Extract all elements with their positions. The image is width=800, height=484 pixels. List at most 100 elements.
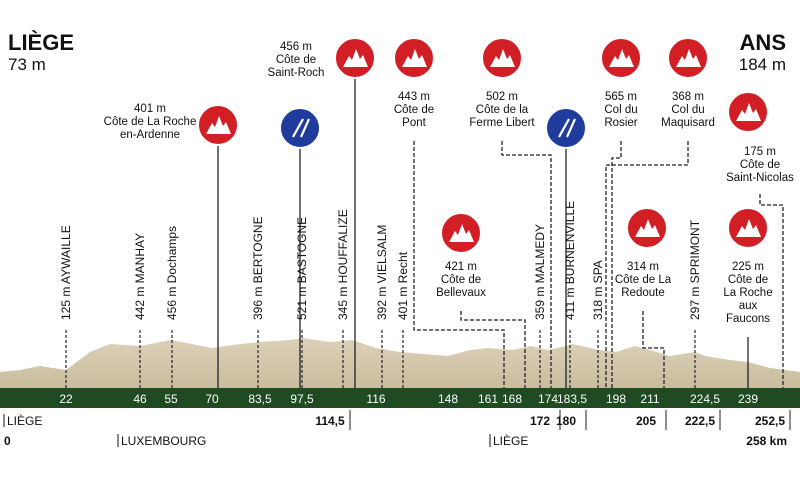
town-label: 345 m HOUFFALIZE [336, 209, 350, 320]
town-label: 125 m AYWAILLE [59, 225, 73, 320]
region-label: LIÈGE [493, 433, 528, 448]
climb-marker-icon [600, 37, 642, 79]
climb-label-line: 314 m [627, 261, 659, 273]
climb-label-line: 225 m [732, 261, 764, 273]
region-label: LIÈGE [7, 413, 42, 428]
km-marker: 22 [59, 392, 73, 406]
km-marker: 70 [205, 392, 219, 406]
region-label: LUXEMBOURG [121, 434, 206, 448]
start-name: LIÈGE [8, 30, 74, 55]
km-marker-below: 114,5 [315, 414, 345, 428]
km-marker: 46 [133, 392, 147, 406]
climb-marker-icon [440, 212, 482, 254]
climb-label-line: 368 m [672, 91, 704, 103]
town-label: 359 m MALMEDY [533, 224, 547, 320]
climb-label-line: Col du [604, 104, 637, 116]
town-label: 521 m BASTOGNE [295, 217, 309, 320]
climb-marker-icon [197, 104, 239, 146]
km-marker: 161 [478, 392, 498, 406]
climb-marker-icon [727, 207, 769, 249]
climb-marker-icon [667, 37, 709, 79]
km-marker: 55 [164, 392, 178, 406]
climb-label-line: 443 m [398, 91, 430, 103]
climb-label-line: aux [739, 300, 758, 312]
climb-label-line: Bellevaux [436, 287, 486, 299]
climb-marker-icon [334, 37, 376, 79]
feed-zone-icon [279, 107, 321, 149]
km-marker-below: 180 [556, 414, 576, 428]
km-marker: 239 [738, 392, 758, 406]
town-label: 392 m VIELSALM [375, 225, 389, 320]
climb-label-line: en-Ardenne [120, 129, 180, 141]
km-marker-below: 205 [636, 414, 656, 428]
climb-label-line: 175 m [744, 146, 776, 158]
km-marker: 116 [366, 392, 385, 406]
town-label: 396 m BERTOGNE [251, 216, 265, 320]
climb-marker-icon [727, 91, 769, 133]
km-marker: 198 [606, 392, 626, 406]
climb-label-line: 502 m [486, 91, 518, 103]
town-label: 297 m SPRIMONT [688, 219, 702, 320]
climb-label-line: La Roche [723, 287, 772, 299]
climb-label-line: Rosier [604, 117, 637, 129]
climb-label-line: Maquisard [661, 117, 715, 129]
km-marker-below: 252,5 [755, 414, 785, 428]
climb-marker-icon [481, 37, 523, 79]
km-marker: 183,5 [557, 392, 587, 406]
km-marker: 211 [640, 392, 659, 406]
km-marker-below: 222,5 [685, 414, 715, 428]
climb-label-line: Col du [671, 104, 704, 116]
finish-altitude: 184 m [739, 55, 786, 74]
town-label: 401 m Recht [396, 251, 410, 320]
feed-zone-icon [545, 107, 587, 149]
climb-label-line: Côte de [394, 104, 434, 116]
climb-label-line: Saint-Nicolas [726, 172, 794, 184]
km-markers-below: 114,5 172 180 205 222,5 252,5 [315, 410, 791, 430]
leader-lines [217, 78, 784, 388]
km-marker: 148 [438, 392, 458, 406]
climb-label-line: 456 m [280, 41, 312, 53]
finish-name: ANS [740, 30, 786, 55]
start-altitude: 73 m [8, 55, 46, 74]
climb-label-line: 565 m [605, 91, 637, 103]
town-label: 411 m BURNENVILLE [563, 201, 577, 320]
axis-end-km: 258 km [746, 434, 787, 448]
town-label: 442 m MANHAY [133, 233, 147, 320]
climb-label-line: Côte de la [476, 104, 529, 116]
climb-label-line: Pont [402, 117, 426, 129]
climb-label-line: Côte de [441, 274, 481, 286]
region-labels: LIÈGE LUXEMBOURG LIÈGE [3, 413, 528, 448]
axis-start-km: 0 [4, 434, 11, 448]
climb-label-line: Redoute [621, 287, 664, 299]
town-label: 456 m Dochamps [165, 226, 179, 320]
km-marker: 174 [538, 392, 558, 406]
climb-marker-icon [626, 207, 668, 249]
climb-label-line: Côte de [728, 274, 768, 286]
climb-label-line: 421 m [445, 261, 477, 273]
climb-label-line: Ferme Libert [469, 117, 535, 129]
km-marker: 97,5 [290, 392, 314, 406]
climb-label-line: Faucons [726, 313, 770, 325]
km-marker-below: 172 [530, 414, 550, 428]
km-marker: 224,5 [690, 392, 720, 406]
climb-label-line: Côte de La [615, 274, 672, 286]
climb-label-line: Saint-Roch [268, 67, 325, 79]
km-marker: 168 [502, 392, 522, 406]
climb-label-line: Côte de La Roche [104, 116, 197, 128]
climb-label-line: Côte de [276, 54, 316, 66]
distance-bar [0, 388, 800, 408]
climb-label-line: 401 m [134, 103, 166, 115]
